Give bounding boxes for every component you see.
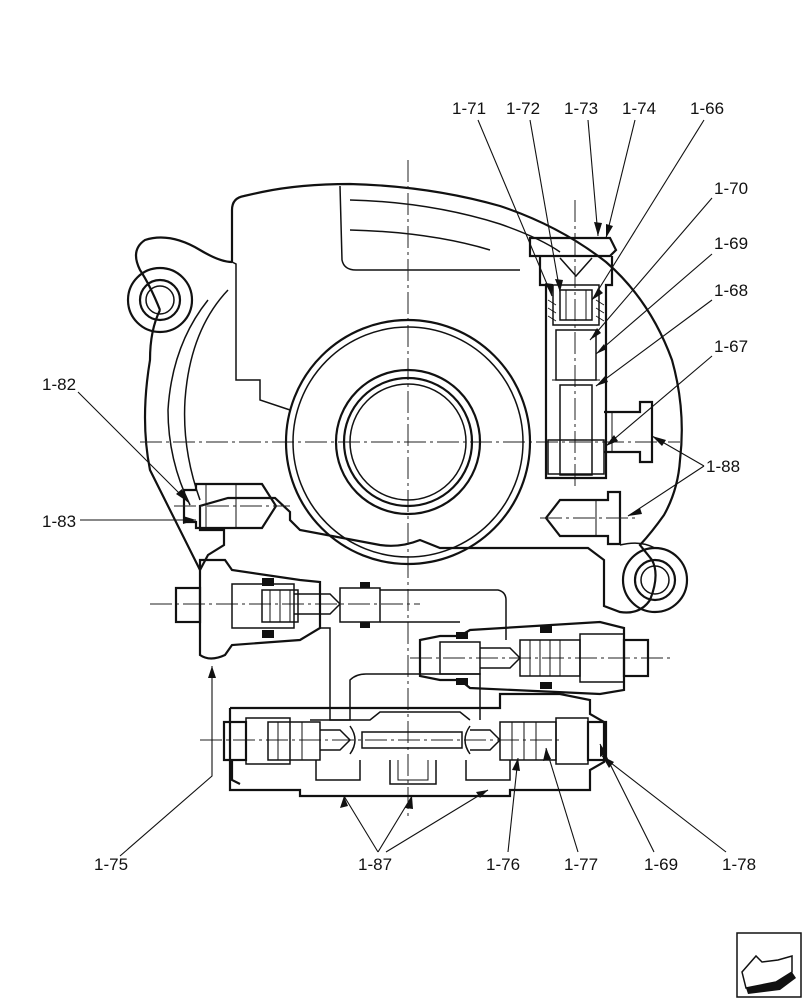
label-1-75: 1-75 (94, 855, 128, 874)
label-1-74: 1-74 (622, 99, 656, 118)
label-1-82: 1-82 (42, 375, 76, 394)
label-1-87: 1-87 (358, 855, 392, 874)
label-1-66: 1-66 (690, 99, 724, 118)
part-labels: 1-71 1-72 1-73 1-74 1-66 1-70 1-69 1-68 … (42, 99, 756, 874)
label-1-76: 1-76 (486, 855, 520, 874)
label-1-71: 1-71 (452, 99, 486, 118)
seal-marks-right (456, 626, 552, 689)
right-plug (540, 490, 636, 546)
left-plug (174, 482, 290, 530)
upper-relief-valve (528, 236, 654, 480)
label-1-83: 1-83 (42, 512, 76, 531)
label-1-70: 1-70 (714, 179, 748, 198)
housing-outline (126, 182, 689, 614)
spring-coils (547, 299, 605, 322)
next-page-arrow-icon[interactable] (736, 932, 802, 998)
label-1-72: 1-72 (506, 99, 540, 118)
central-bore (284, 318, 532, 566)
label-1-88: 1-88 (706, 457, 740, 476)
label-1-77: 1-77 (564, 855, 598, 874)
label-1-73: 1-73 (564, 99, 598, 118)
leader-lines (77, 119, 727, 857)
lower-valve-block (222, 692, 608, 798)
label-1-78: 1-78 (722, 855, 756, 874)
arrowheads (176, 222, 666, 809)
middle-left-valve (174, 558, 507, 660)
label-1-68: 1-68 (714, 281, 748, 300)
label-1-69-top: 1-69 (714, 234, 748, 253)
label-1-69-bottom: 1-69 (644, 855, 678, 874)
seal-marks (262, 578, 370, 638)
central-passage (310, 627, 481, 721)
label-1-67: 1-67 (714, 337, 748, 356)
